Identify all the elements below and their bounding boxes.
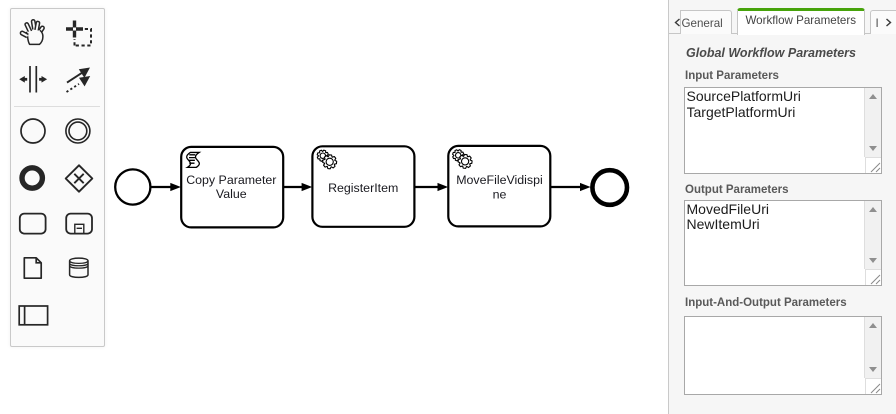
svg-text:MoveFileVidispi: MoveFileVidispi — [456, 173, 543, 187]
svg-text:ne: ne — [493, 187, 507, 201]
svg-text:Value: Value — [216, 187, 247, 201]
svg-text:Copy Parameter: Copy Parameter — [186, 173, 276, 187]
svg-text:RegisterItem: RegisterItem — [328, 181, 398, 195]
